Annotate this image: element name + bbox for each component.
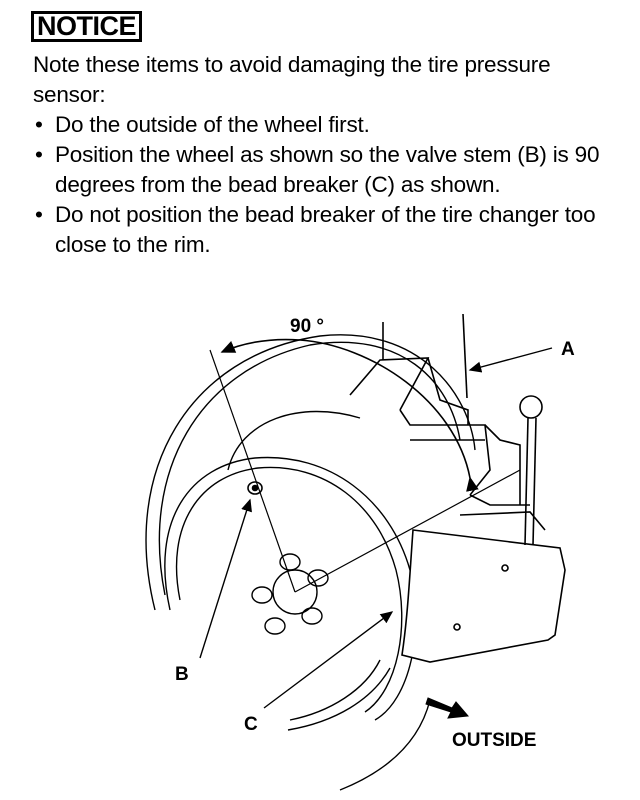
- wheel-hub: [251, 553, 329, 635]
- tire-changer-machine: [349, 313, 546, 531]
- callout-line-b: [199, 498, 252, 659]
- list-item-text: Position the wheel as shown so the valve…: [55, 142, 600, 197]
- bead-breaker: [401, 529, 566, 663]
- list-item: • Do the outside of the wheel first.: [33, 110, 623, 140]
- angle-label: 90 °: [290, 316, 324, 337]
- label-b: B: [175, 664, 189, 685]
- angle-arc-arrow: [220, 338, 479, 492]
- notice-list: • Do the outside of the wheel first. • Pos…: [33, 110, 623, 260]
- label-a: A: [561, 339, 575, 360]
- outside-label: OUTSIDE: [452, 730, 536, 751]
- outside-arrow-icon: [425, 697, 470, 719]
- list-item: • Position the wheel as shown so the valv…: [33, 140, 623, 200]
- tire-changer-diagram: 90 ° A B C OUTSIDE: [145, 313, 575, 791]
- label-c: C: [244, 714, 258, 735]
- bullet: •: [35, 112, 43, 137]
- bullet: •: [35, 142, 43, 167]
- bullet: •: [35, 202, 43, 227]
- tire-changer-lever: [519, 395, 543, 546]
- notice-intro: Note these items to avoid damaging the t…: [33, 52, 551, 107]
- list-item-text: Do not position the bead breaker of the …: [55, 202, 596, 257]
- callout-line-a: [468, 347, 553, 373]
- notice-heading: NOTICE: [31, 11, 143, 42]
- callout-line-c: [263, 611, 394, 709]
- list-item: • Do not position the bead breaker of the…: [33, 200, 623, 260]
- list-item-text: Do the outside of the wheel first.: [55, 112, 370, 137]
